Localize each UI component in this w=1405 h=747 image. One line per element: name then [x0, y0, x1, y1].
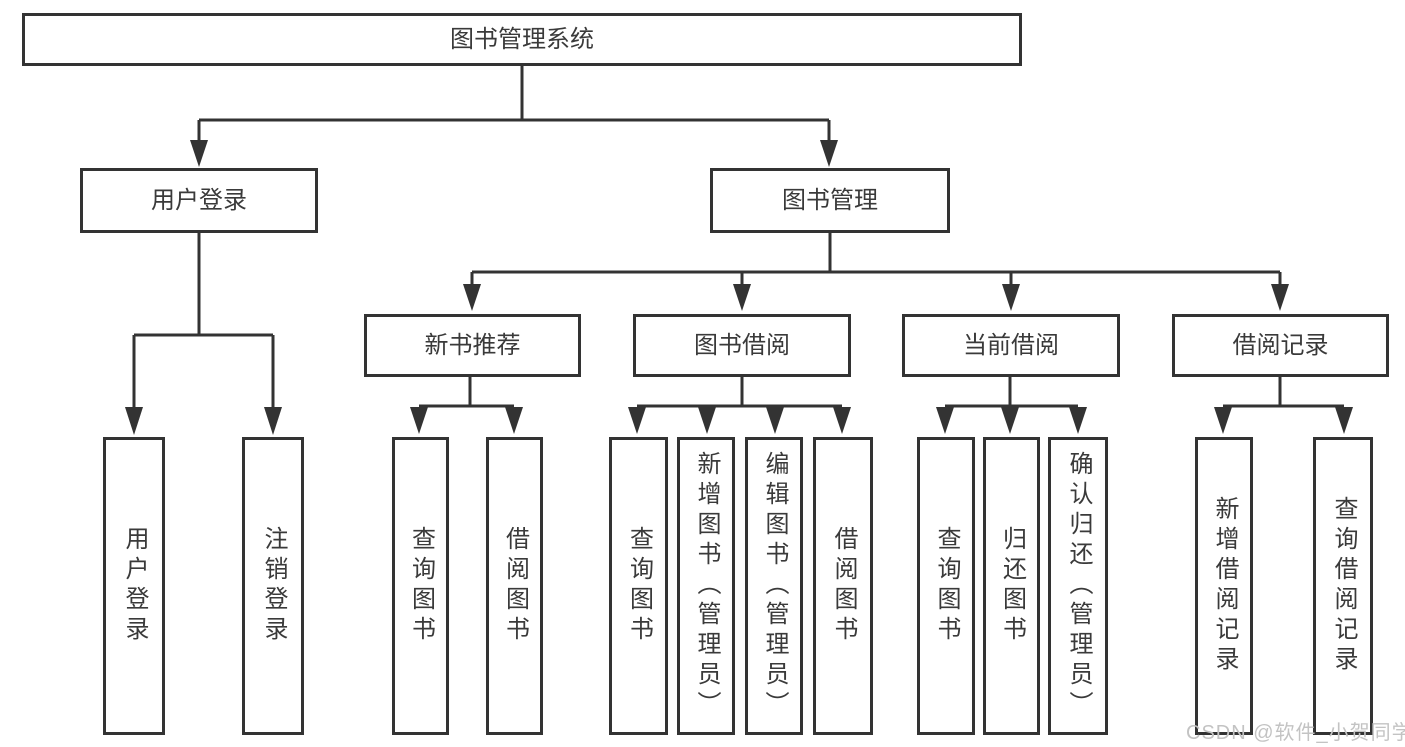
node-book-manage: 图书管理	[710, 168, 950, 233]
csdn-watermark: CSDN @软件_小贺同学	[1186, 722, 1405, 744]
node-leaf-add-book-admin-label: 新增图书（管理员）	[693, 451, 720, 721]
node-leaf-confirm-return-admin-label: 确认归还（管理员）	[1065, 451, 1092, 721]
connector-root-to-level2	[197, 66, 831, 141]
node-leaf-edit-book-admin: 编辑图书（管理员）	[745, 437, 803, 735]
node-leaf-current-query-book-label: 查询图书	[933, 526, 960, 646]
arrowhead	[1002, 284, 1020, 311]
node-leaf-borrow-borrow-book: 借阅图书	[813, 437, 873, 735]
node-leaf-add-borrow-record: 新增借阅记录	[1195, 437, 1253, 735]
connector-login-children	[132, 233, 275, 409]
node-leaf-add-borrow-record-label: 新增借阅记录	[1211, 496, 1238, 676]
node-leaf-current-query-book: 查询图书	[917, 437, 975, 735]
connector-current-children	[945, 377, 1078, 408]
node-leaf-recommend-query-book-label: 查询图书	[407, 526, 435, 646]
node-leaf-user-login-label: 用户登录	[121, 526, 148, 646]
node-leaf-logout-label: 注销登录	[260, 526, 287, 646]
node-root-label: 图书管理系统	[450, 25, 594, 53]
connector-manage-children	[470, 233, 1282, 286]
node-leaf-recommend-query-book: 查询图书	[392, 437, 449, 735]
node-root: 图书管理系统	[22, 13, 1022, 66]
arrowhead	[410, 407, 428, 434]
arrowhead	[820, 140, 838, 167]
node-user-login: 用户登录	[80, 168, 318, 233]
node-current-borrow-label: 当前借阅	[963, 331, 1059, 359]
arrowhead	[936, 407, 954, 434]
arrowhead	[1069, 407, 1087, 434]
connector-paths	[132, 66, 1344, 409]
arrowhead	[833, 407, 851, 434]
arrowhead	[1001, 407, 1019, 434]
node-leaf-recommend-borrow-book: 借阅图书	[486, 437, 543, 735]
node-leaf-add-book-admin: 新增图书（管理员）	[677, 437, 735, 735]
node-leaf-return-book: 归还图书	[983, 437, 1040, 735]
node-book-borrow-label: 图书借阅	[694, 331, 790, 359]
arrowhead	[698, 407, 716, 434]
node-leaf-borrow-query-book: 查询图书	[609, 437, 668, 735]
node-borrow-record: 借阅记录	[1172, 314, 1389, 377]
connector-record-children	[1223, 377, 1344, 408]
arrowhead	[766, 407, 784, 434]
node-user-login-label: 用户登录	[151, 186, 247, 214]
node-leaf-query-borrow-record-label: 查询借阅记录	[1330, 496, 1357, 676]
connector-borrow-children	[637, 377, 842, 408]
node-new-book-recommend-label: 新书推荐	[424, 331, 521, 359]
node-leaf-query-borrow-record: 查询借阅记录	[1313, 437, 1373, 735]
node-leaf-user-login: 用户登录	[103, 437, 165, 735]
node-book-borrow: 图书借阅	[633, 314, 851, 377]
node-leaf-borrow-borrow-book-label: 借阅图书	[830, 526, 857, 646]
node-leaf-recommend-borrow-book-label: 借阅图书	[501, 526, 529, 646]
arrowheads	[125, 140, 1353, 435]
node-current-borrow: 当前借阅	[902, 314, 1120, 377]
connector-recommend-children	[419, 377, 514, 408]
arrowhead	[190, 140, 208, 167]
node-leaf-borrow-query-book-label: 查询图书	[625, 526, 653, 646]
node-borrow-record-label: 借阅记录	[1232, 331, 1329, 359]
arrowhead	[125, 407, 143, 435]
arrowhead	[733, 284, 751, 311]
arrowhead	[1214, 407, 1232, 434]
arrowhead	[1335, 407, 1353, 434]
node-book-manage-label: 图书管理	[782, 186, 878, 214]
arrowhead	[463, 284, 481, 311]
arrowhead	[628, 407, 646, 434]
node-leaf-confirm-return-admin: 确认归还（管理员）	[1048, 437, 1108, 735]
arrowhead	[505, 407, 523, 434]
arrowhead	[1271, 284, 1289, 311]
node-leaf-return-book-label: 归还图书	[998, 526, 1026, 646]
node-leaf-logout: 注销登录	[242, 437, 304, 735]
node-leaf-edit-book-admin-label: 编辑图书（管理员）	[761, 451, 788, 721]
arrowhead	[264, 407, 282, 435]
node-new-book-recommend: 新书推荐	[364, 314, 581, 377]
